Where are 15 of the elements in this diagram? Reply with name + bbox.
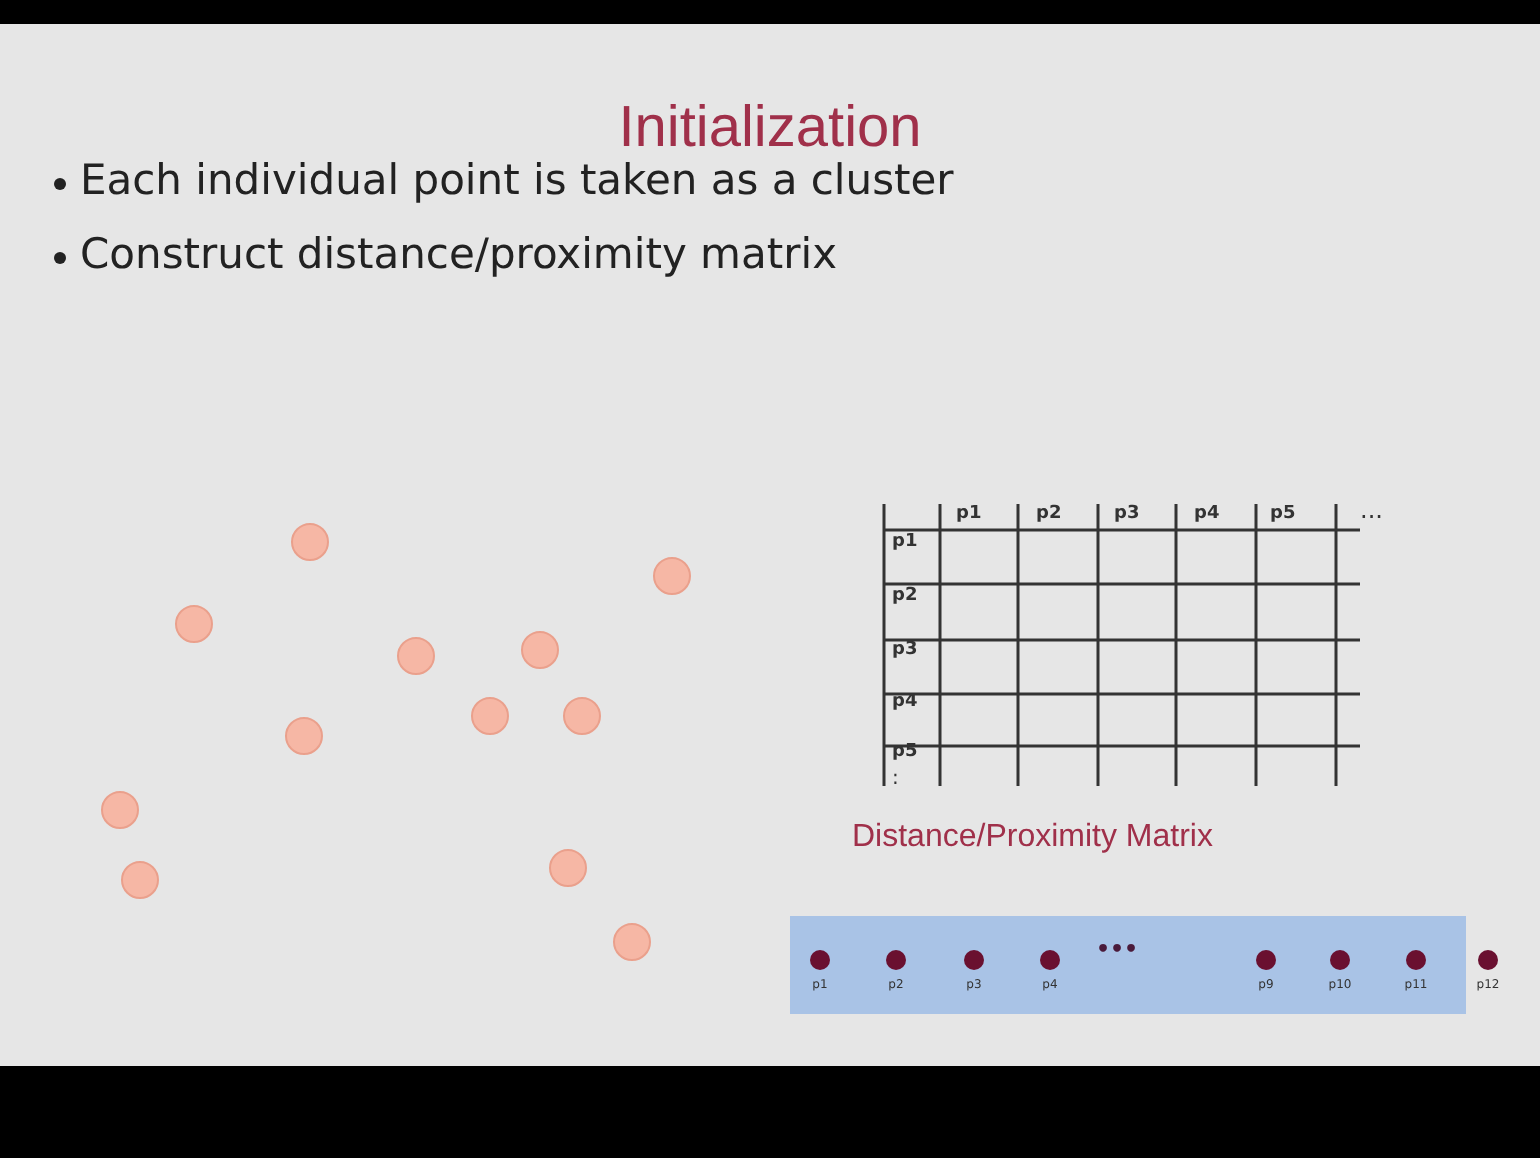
column-header: p5 xyxy=(1270,504,1296,524)
row-header: p3 xyxy=(892,640,918,660)
bullet-text: Each individual point is taken as a cluster xyxy=(80,156,954,204)
matrix-caption: Distance/Proximity Matrix xyxy=(852,820,1213,856)
column-header: p1 xyxy=(956,504,982,524)
ellipsis: ... xyxy=(1360,496,1383,524)
slide-title: Initialization xyxy=(616,96,924,162)
row-header: p2 xyxy=(892,586,918,606)
column-header: p3 xyxy=(1114,504,1140,524)
column-header: p2 xyxy=(1036,504,1062,524)
ellipsis: ••• xyxy=(1096,936,1139,962)
column-header: p4 xyxy=(1194,504,1220,524)
row-header: p1 xyxy=(892,532,918,552)
ellipsis: : xyxy=(892,768,899,790)
bullet-text: Construct distance/proximity matrix xyxy=(80,230,838,278)
